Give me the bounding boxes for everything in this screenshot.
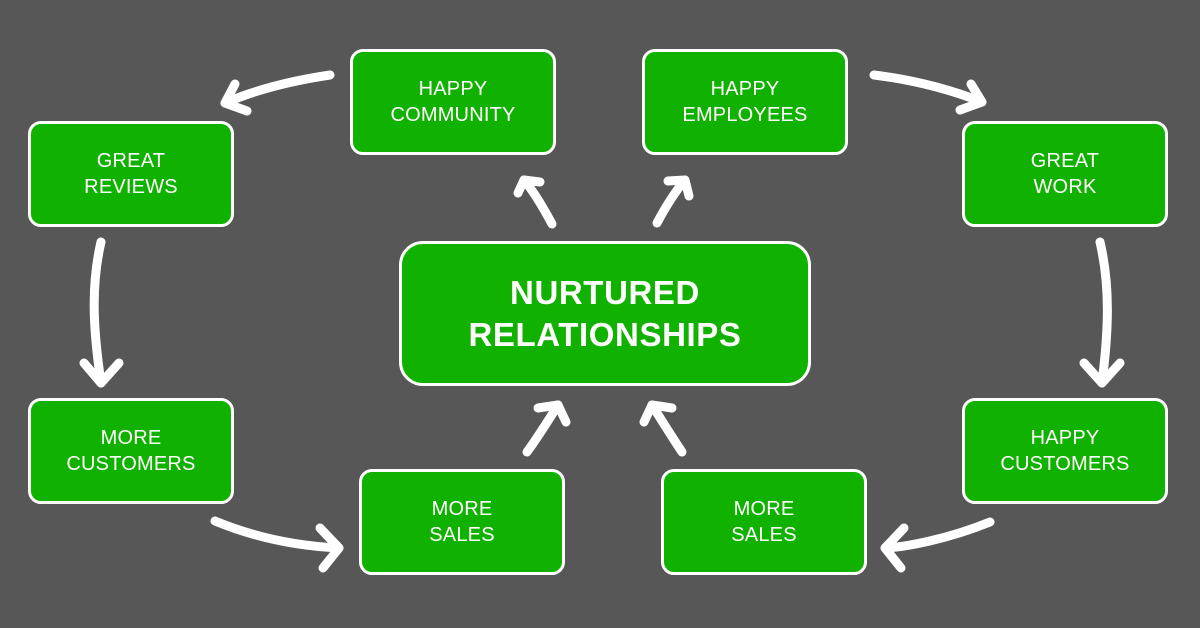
node-label-line-2: SALES — [731, 524, 797, 546]
node-great-work: GREAT WORK — [962, 121, 1168, 227]
node-more-customers: MORE CUSTOMERS — [28, 398, 234, 504]
arrow-great-work-to-happy-customers — [1079, 237, 1125, 388]
arrowhead — [220, 79, 252, 116]
arrowhead — [533, 400, 571, 427]
center-label-line-2: RELATIONSHIPS — [468, 315, 742, 353]
arrowhead — [880, 523, 909, 573]
node-happy-employees: HAPPY EMPLOYEES — [642, 49, 848, 155]
arrow-shaft — [220, 70, 335, 108]
node-label-line-2: CUSTOMERS — [66, 453, 196, 475]
arrow-shaft — [210, 516, 344, 553]
arrow-shaft — [869, 70, 987, 107]
arrow-community-to-reviews — [220, 70, 335, 116]
arrow-shaft — [880, 517, 995, 553]
arrowhead — [79, 358, 124, 388]
arrow-shaft — [652, 175, 690, 228]
node-nurtured-relationships: NURTURED RELATIONSHIPS — [399, 241, 811, 386]
arrow-shaft — [89, 237, 106, 388]
arrowhead — [513, 175, 545, 198]
node-label-line-1: HAPPY — [1030, 427, 1100, 449]
node-label-line-2: CUSTOMERS — [1000, 453, 1130, 475]
node-more-sales-left: MORE SALES — [359, 469, 565, 575]
node-label-line-1: GREAT — [1030, 150, 1100, 172]
arrow-shaft — [1095, 237, 1112, 388]
node-label-line-2: COMMUNITY — [390, 104, 516, 126]
node-label-line-2: REVIEWS — [84, 176, 178, 198]
node-label-line-1: GREAT — [96, 150, 166, 172]
node-label-line-1: MORE — [100, 427, 162, 449]
arrow-more-customers-to-more-sales — [210, 516, 344, 573]
arrow-shaft — [647, 400, 687, 457]
arrow-nurtured-to-employees — [652, 175, 694, 228]
arrow-more-sales-left-to-nurtured — [522, 400, 571, 457]
node-happy-community: HAPPY COMMUNITY — [350, 49, 556, 155]
center-label-line-1: NURTURED — [510, 273, 700, 311]
arrowhead — [663, 175, 694, 201]
node-happy-customers: HAPPY CUSTOMERS — [962, 398, 1168, 504]
arrowhead — [639, 400, 677, 427]
node-label-line-2: WORK — [1033, 176, 1097, 198]
node-more-sales-right: MORE SALES — [661, 469, 867, 575]
arrow-happy-customers-to-more-sales — [880, 517, 995, 573]
node-great-reviews: GREAT REVIEWS — [28, 121, 234, 227]
arrowhead — [955, 79, 987, 115]
node-label-line-1: MORE — [431, 498, 493, 520]
node-label-line-1: HAPPY — [710, 78, 780, 100]
arrow-employees-to-great-work — [869, 70, 987, 115]
arrow-nurtured-to-community — [513, 175, 557, 229]
arrow-reviews-to-more-customers — [79, 237, 124, 388]
arrowhead — [315, 523, 344, 573]
arrow-shaft — [522, 400, 563, 457]
arrow-more-sales-right-to-nurtured — [639, 400, 687, 457]
arrowhead — [1079, 358, 1125, 388]
node-label-line-1: MORE — [733, 498, 795, 520]
node-label-line-2: EMPLOYEES — [682, 104, 808, 126]
node-label-line-1: HAPPY — [418, 78, 488, 100]
node-label-line-2: SALES — [429, 524, 495, 546]
arrow-shaft — [519, 175, 557, 229]
